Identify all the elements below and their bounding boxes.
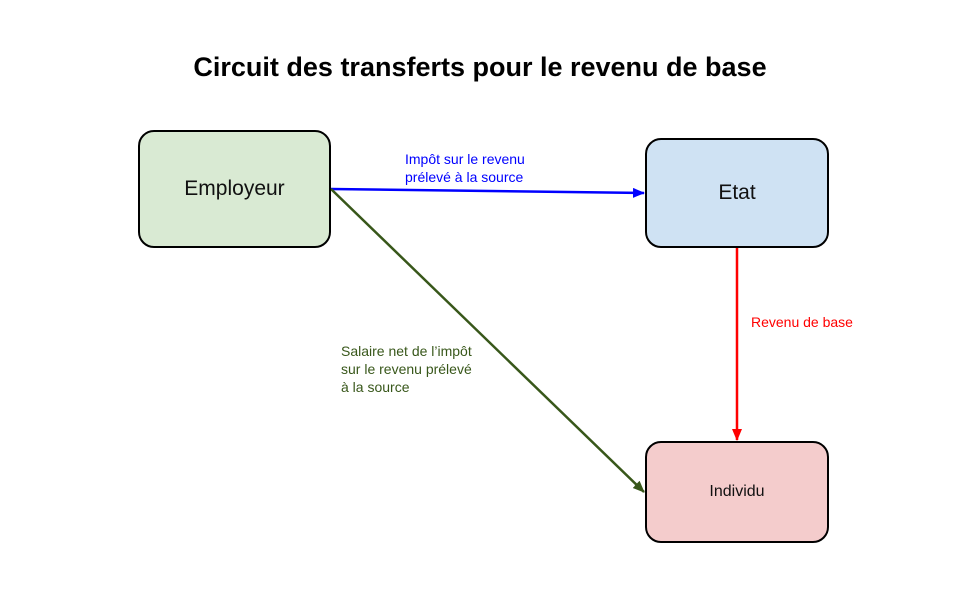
diagram-title: Circuit des transferts pour le revenu de…	[193, 52, 767, 82]
edge-label-impot: Impôt sur le revenu prélevé à la source	[405, 150, 525, 186]
edge-employeur-to-etat	[330, 187, 645, 198]
node-employeur-label: Employeur	[184, 177, 285, 200]
node-individu: Individu	[645, 441, 829, 543]
edge-label-impot-line-1: Impôt sur le revenu	[405, 151, 525, 167]
node-individu-label: Individu	[709, 483, 765, 500]
node-employeur: Employeur	[138, 130, 331, 248]
edge-label-salaire-net-line-2: sur le revenu prélevé	[341, 361, 472, 377]
edge-employeur-to-individu	[330, 188, 645, 493]
edge-label-salaire-net-line-1: Salaire net de l’impôt	[341, 343, 472, 359]
edge-label-revenu-de-base-line-1: Revenu de base	[751, 314, 853, 330]
node-etat: Etat	[645, 138, 829, 248]
node-etat-label: Etat	[718, 181, 756, 204]
edge-label-impot-line-2: prélevé à la source	[405, 169, 524, 185]
edge-label-salaire-net-line-3: à la source	[341, 379, 410, 395]
edge-label-revenu-de-base: Revenu de base	[751, 313, 853, 331]
edge-label-salaire-net: Salaire net de l’impôt sur le revenu pré…	[341, 342, 472, 396]
